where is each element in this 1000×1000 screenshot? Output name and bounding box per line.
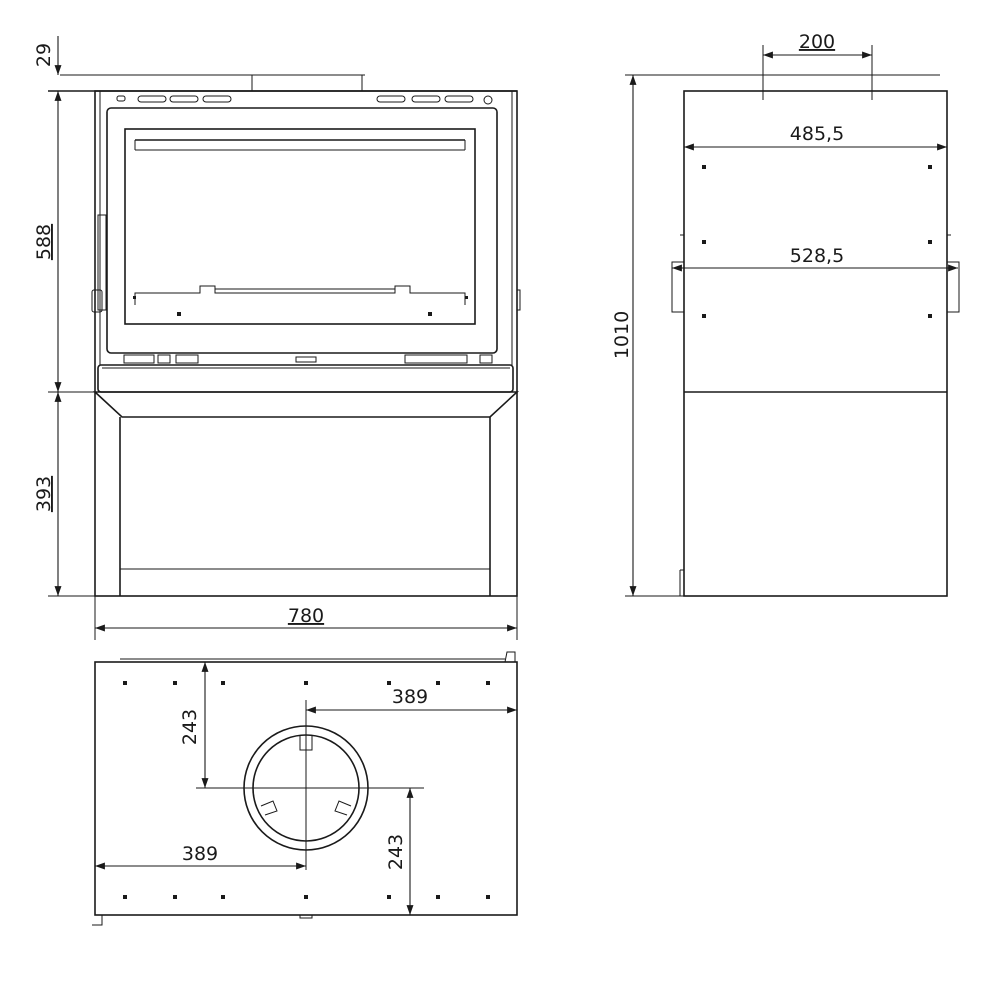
dim-flue-from-front: 243 <box>385 834 407 870</box>
mounting-holes <box>123 681 490 899</box>
door-frame <box>106 107 498 354</box>
dim-inner-width: 485,5 <box>790 123 844 145</box>
air-controls <box>123 354 493 364</box>
front-view: 29 588 393 780 <box>33 36 521 640</box>
stove-body <box>94 90 518 597</box>
dim-flue-width: 200 <box>799 31 835 53</box>
dim-total-height: 1010 <box>611 311 633 359</box>
dim-width: 780 <box>288 605 324 627</box>
dim-flue-from-side-right: 389 <box>392 686 428 708</box>
dim-top-offset: 29 <box>33 43 55 67</box>
glass-window <box>124 128 476 325</box>
dim-lower-height: 393 <box>33 476 55 512</box>
side-body <box>683 90 948 597</box>
dim-outer-width: 528,5 <box>790 245 844 267</box>
top-view: 243 389 389 243 <box>92 651 518 926</box>
side-handle-right <box>946 261 960 313</box>
dim-upper-height: 588 <box>33 224 55 260</box>
dim-flue-from-side-left: 389 <box>182 843 218 865</box>
side-view: 200 485,5 528,5 1010 <box>611 31 960 597</box>
top-vents <box>116 95 493 105</box>
base-top <box>92 391 520 418</box>
side-handle-left <box>671 261 685 313</box>
ash-lip <box>97 364 514 393</box>
dim-flue-from-back: 243 <box>179 709 201 745</box>
